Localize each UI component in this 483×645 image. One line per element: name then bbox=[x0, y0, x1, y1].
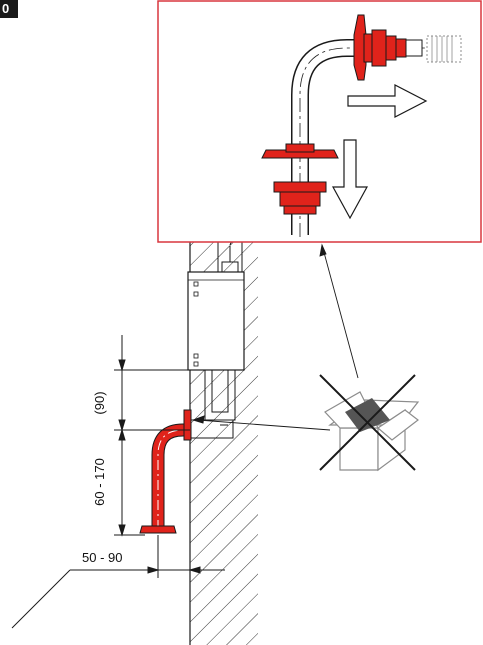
package-crossed-out-icon bbox=[319, 374, 420, 472]
detail-wall-flange bbox=[353, 14, 462, 81]
offset-dimension-label: (90) bbox=[92, 391, 107, 414]
arrow-right-icon bbox=[347, 84, 428, 118]
horizontal-dimension bbox=[11, 535, 225, 629]
detail-floor-flange bbox=[261, 143, 339, 215]
detail-pipe-bend bbox=[291, 39, 460, 237]
pointer-lines bbox=[191, 243, 359, 431]
figure-number-badge: 0 bbox=[0, 0, 18, 18]
horizontal-range-label: 50 - 90 bbox=[82, 550, 122, 565]
arrow-down-icon bbox=[331, 139, 369, 220]
installed-pipe-bend bbox=[139, 409, 192, 534]
vertical-range-label: 60 - 170 bbox=[92, 458, 107, 506]
mounting-bracket bbox=[187, 370, 236, 439]
boiler-unit bbox=[187, 271, 245, 371]
vertical-dimension bbox=[114, 335, 205, 537]
